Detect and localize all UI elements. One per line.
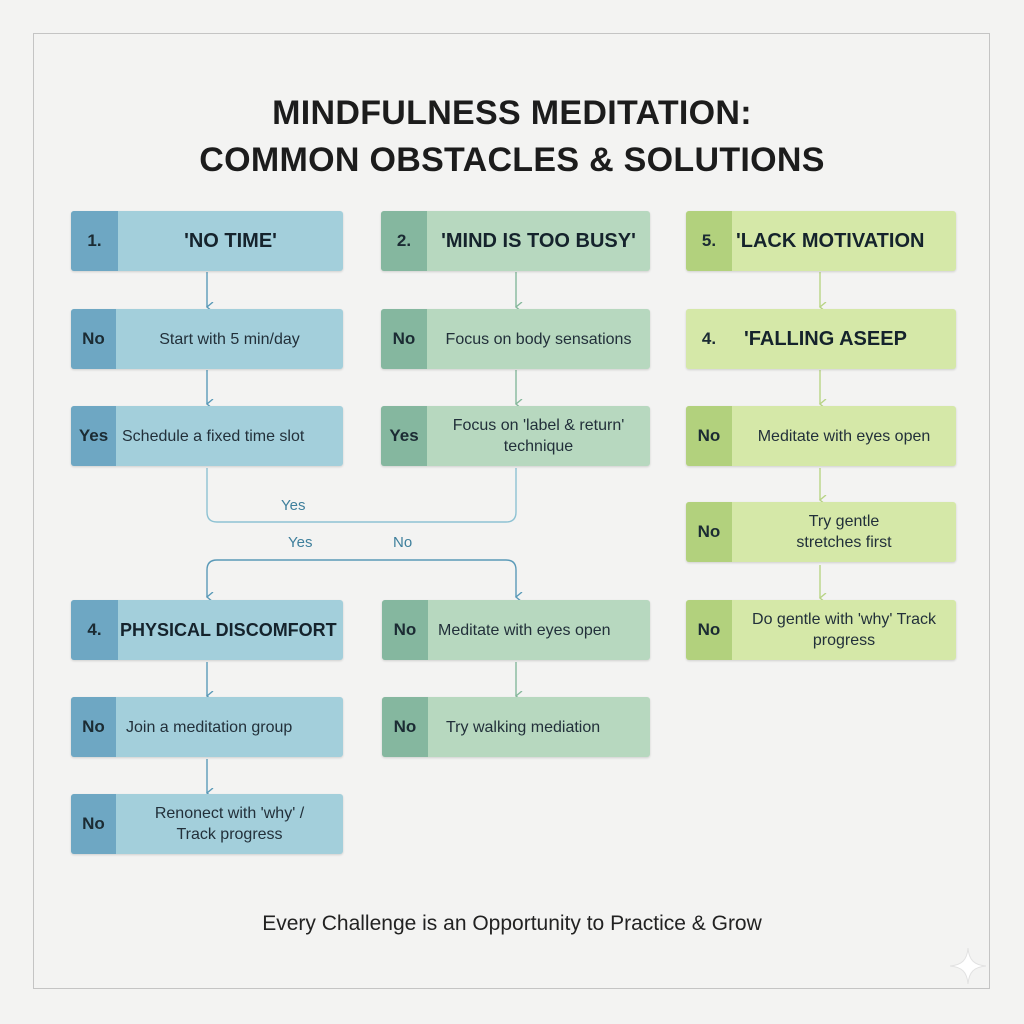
solution-box: No Join a meditation group <box>71 697 343 757</box>
answer-tag: Yes <box>381 406 427 466</box>
obstacle-title: 'NO TIME' <box>184 229 277 252</box>
split-yes-label: Yes <box>288 534 313 551</box>
solution-box: No Meditate with eyes open <box>686 406 956 466</box>
sparkle-icon <box>949 947 987 985</box>
solution-text: Do gentle with 'why' Track progress <box>752 611 936 649</box>
solution-box: No Do gentle with 'why' Track progress <box>686 600 956 660</box>
solution-box: No Try gentle stretches first <box>686 502 956 562</box>
obstacle-title: PHYSICAL DISCOMFORT <box>120 619 337 640</box>
answer-tag: No <box>71 309 116 369</box>
answer-tag: No <box>71 697 116 757</box>
merge-bracket <box>206 468 517 523</box>
obstacle-title: 'FALLING ASEEP <box>744 327 907 350</box>
obstacle-no-time: 1. 'NO TIME' <box>71 211 343 271</box>
obstacle-number: 2. <box>381 211 427 271</box>
answer-tag: No <box>381 309 427 369</box>
obstacle-busy-mind: 2. 'MIND IS TOO BUSY' <box>381 211 650 271</box>
solution-text: Try gentle stretches first <box>796 513 892 551</box>
page-title: MINDFULNESS MEDITATION: COMMON OBSTACLES… <box>0 90 1024 184</box>
merge-yes-label: Yes <box>281 497 306 514</box>
split-no-label: No <box>393 534 413 551</box>
solution-text: Meditate with eyes open <box>438 621 611 639</box>
answer-tag: Yes <box>71 406 116 466</box>
answer-tag: No <box>686 502 732 562</box>
solution-box: No Meditate with eyes open <box>382 600 650 660</box>
split-right <box>362 559 516 597</box>
solution-text: Join a meditation group <box>126 718 293 736</box>
answer-tag: No <box>382 600 428 660</box>
obstacle-falling-asleep: 4. 'FALLING ASEEP <box>686 309 956 369</box>
title-line-1: MINDFULNESS MEDITATION: <box>272 94 752 132</box>
solution-box: No Focus on body sensations <box>381 309 650 369</box>
obstacle-number: 5. <box>686 211 732 271</box>
solution-text: Focus on body sensations <box>445 330 632 348</box>
obstacle-number: 4. <box>71 600 118 660</box>
solution-text: Meditate with eyes open <box>757 427 931 445</box>
obstacle-lack-motivation: 5. 'LACK MOTIVATION <box>686 211 956 271</box>
title-line-2: COMMON OBSTACLES & SOLUTIONS <box>199 141 825 179</box>
answer-tag: No <box>382 697 428 757</box>
solution-text: Focus on 'label & return' technique <box>452 417 625 455</box>
answer-tag: No <box>686 600 732 660</box>
obstacle-title: 'LACK MOTIVATION <box>736 229 925 252</box>
solution-box: No Try walking mediation <box>382 697 650 757</box>
split-left <box>207 559 362 597</box>
solution-box: Yes Schedule a fixed time slot <box>71 406 343 466</box>
answer-tag: No <box>71 794 116 854</box>
solution-box: No Renonect with 'why' / Track progress <box>71 794 343 854</box>
obstacle-physical-discomfort: 4. PHYSICAL DISCOMFORT <box>71 600 343 660</box>
solution-text: Schedule a fixed time slot <box>122 427 305 445</box>
solution-text: Try walking mediation <box>446 718 601 736</box>
solution-box: No Start with 5 min/day <box>71 309 343 369</box>
obstacle-title: 'MIND IS TOO BUSY' <box>441 229 636 252</box>
solution-box: Yes Focus on 'label & return' technique <box>381 406 650 466</box>
obstacle-number: 1. <box>71 211 118 271</box>
solution-text: Renonect with 'why' / Track progress <box>154 805 305 843</box>
answer-tag: No <box>686 406 732 466</box>
obstacle-number: 4. <box>686 309 732 369</box>
solution-text: Start with 5 min/day <box>159 330 300 348</box>
footer-tagline: Every Challenge is an Opportunity to Pra… <box>262 912 762 935</box>
